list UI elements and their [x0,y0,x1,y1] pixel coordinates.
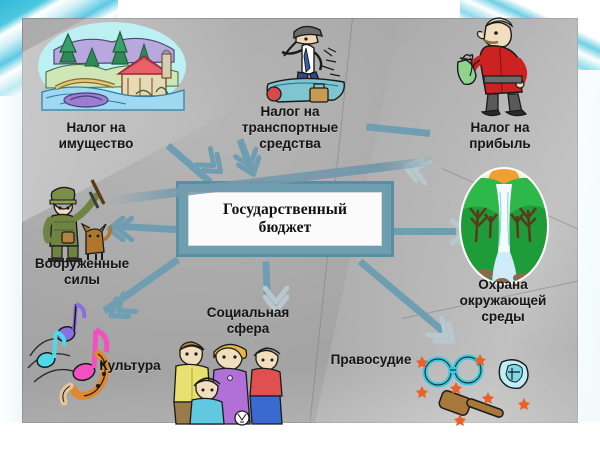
central-budget-box[interactable]: Государственный бюджет [176,181,394,257]
label-armed-forces: Вооруженные силы [34,256,130,287]
music-notes-clipart [26,298,130,406]
label-environment: Охрана окружающей среды [459,277,547,324]
label-social-sphere: Социальная сфера [206,305,290,336]
man-with-moneybag-clipart [452,14,536,118]
decorative-bottom-band [0,422,600,450]
soldier-with-dog-clipart [40,178,120,262]
nature-waterfall-clipart [458,166,550,286]
family-group-clipart [166,338,286,426]
label-justice: Правосудие [330,352,412,367]
decorative-left-band [0,0,22,450]
central-budget-box-inner: Государственный бюджет [188,192,382,246]
house-landscape-clipart [36,20,188,112]
man-on-vehicle-clipart [248,22,354,114]
label-profit-tax: Налог на прибыль [469,120,531,151]
label-property-tax: Налог на имущество [58,120,134,151]
arrow-shaft-environment [394,228,456,235]
central-budget-title-line2: бюджет [258,219,312,236]
arrow-shaft-social-sphere [262,261,271,296]
justice-items-clipart [416,352,540,426]
label-transport-tax: Налог на транспортные средства [241,104,339,151]
central-budget-title-line1: Государственный [222,201,348,219]
label-culture: Культура [99,358,161,373]
